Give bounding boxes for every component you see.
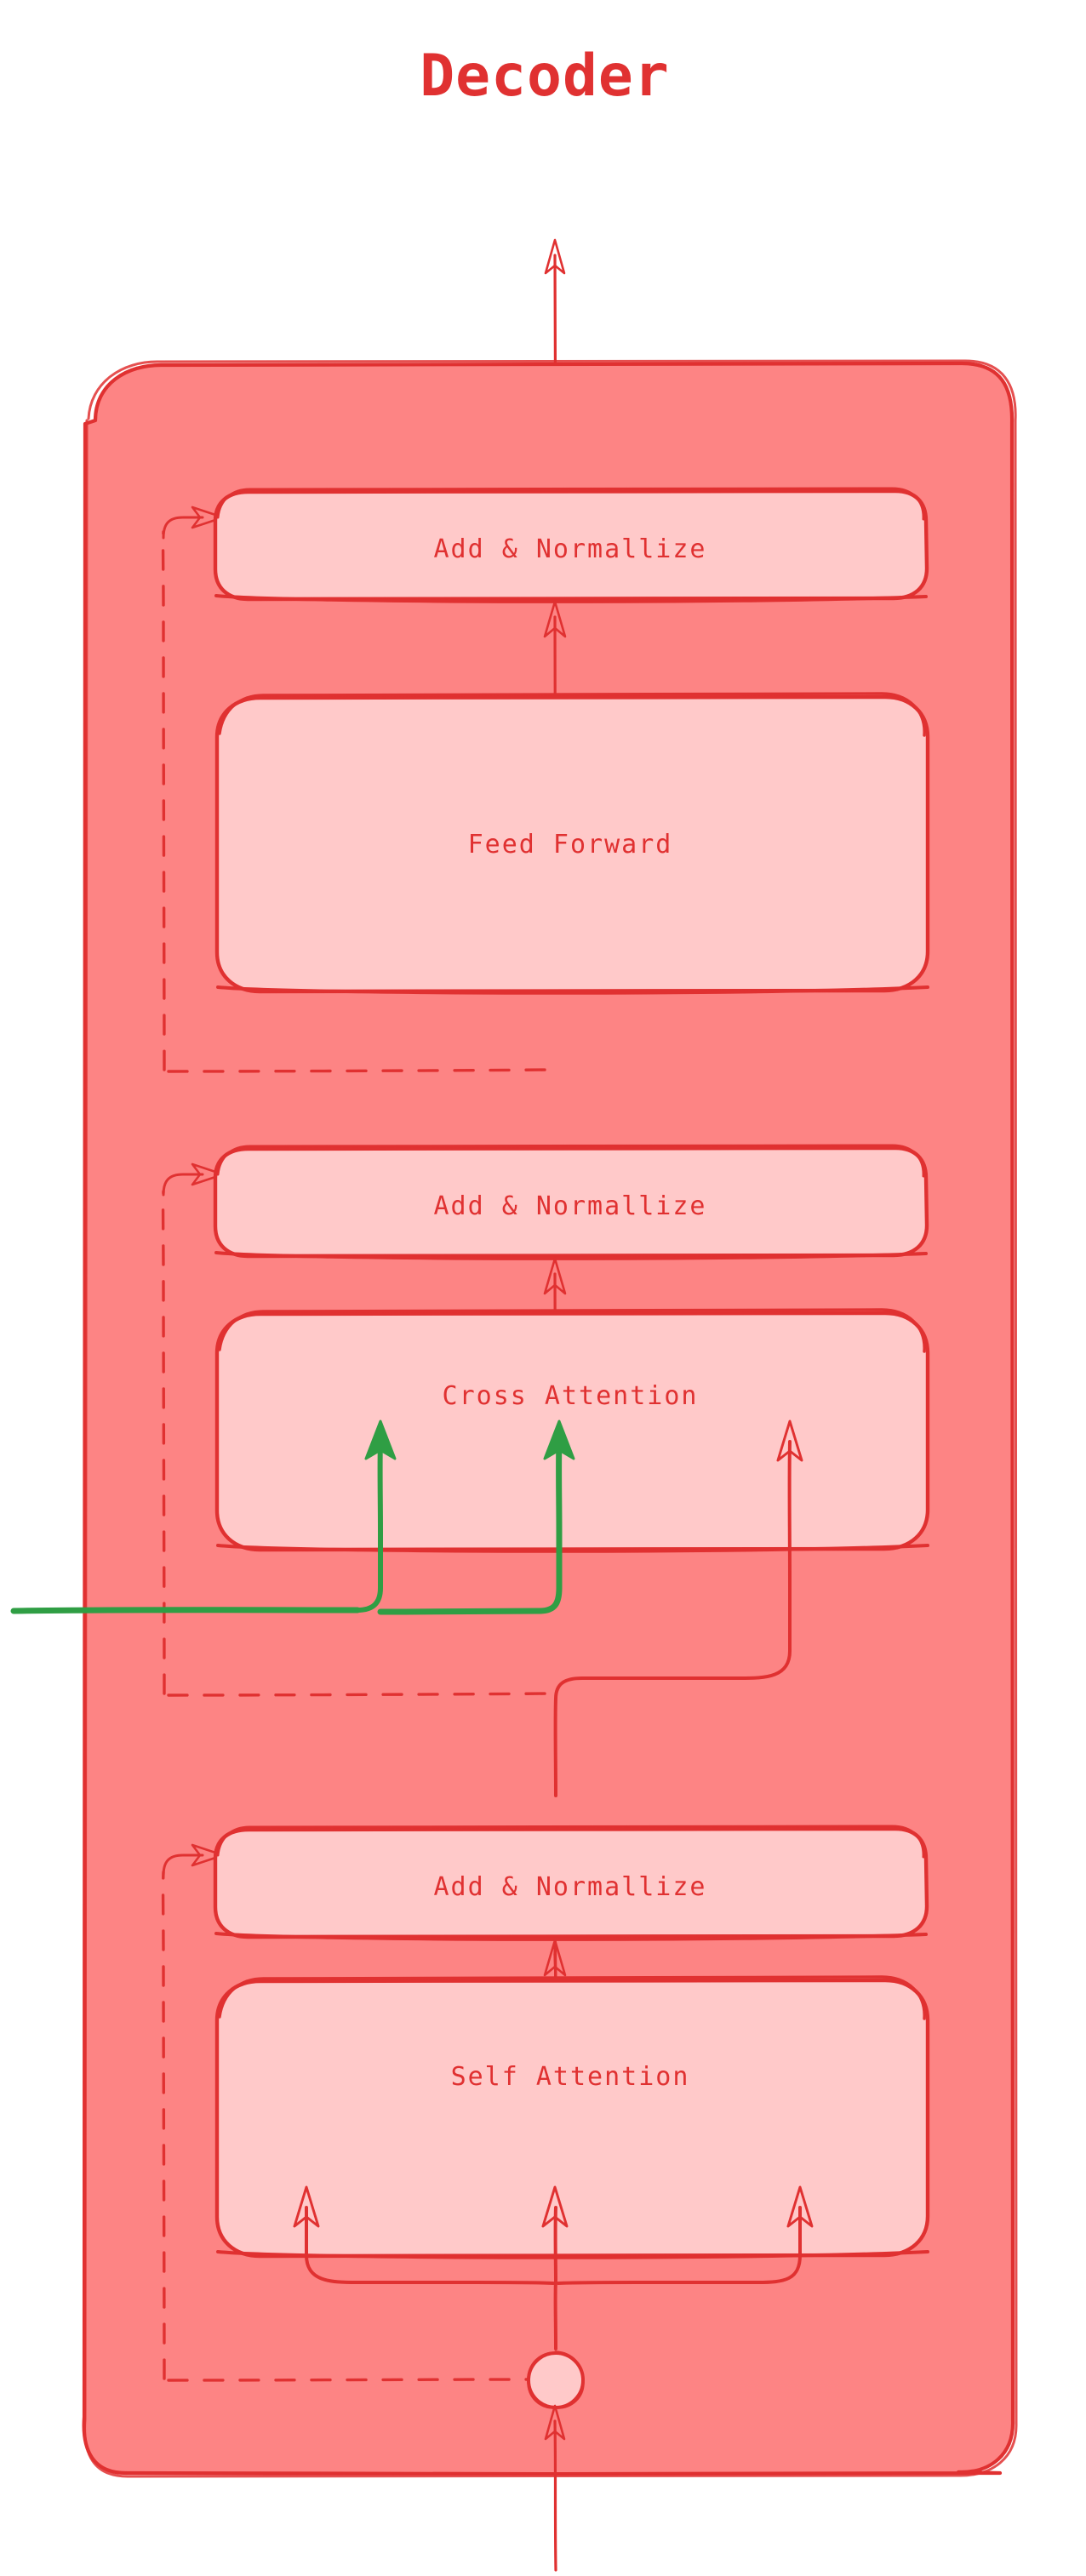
encoder-output-connection-green <box>10 1419 575 1615</box>
page-title: Decoder <box>420 43 670 110</box>
selfattention-qkv-fan <box>293 2185 814 2350</box>
block-add-norm-top[interactable]: Add & Normallize <box>213 487 929 603</box>
block-label: Add & Normallize <box>434 1191 707 1221</box>
residual-connection-feedforward <box>161 505 555 1073</box>
block-self-attention[interactable]: Self Attention <box>214 1975 930 2259</box>
block-feed-forward[interactable]: Feed Forward <box>214 692 930 995</box>
block-label: Feed Forward <box>468 830 673 860</box>
block-add-norm-middle[interactable]: Add & Normallize <box>213 1144 929 1260</box>
residual-connection-crossattention <box>161 1162 555 1697</box>
split-node-circle[interactable] <box>527 2350 585 2409</box>
block-label: Self Attention <box>451 2062 690 2092</box>
block-label: Add & Normallize <box>434 1872 707 1902</box>
decoder-input-arrow <box>544 2404 566 2572</box>
residual-connection-selfattention <box>161 1843 529 2382</box>
block-label: Cross Attention <box>443 1381 699 1411</box>
block-cross-attention[interactable]: Cross Attention <box>214 1308 930 1553</box>
block-label: Add & Normallize <box>434 534 707 564</box>
block-add-norm-bottom[interactable]: Add & Normallize <box>213 1825 929 1941</box>
arrow-addnorm-to-crossattention-query <box>553 1419 803 1797</box>
